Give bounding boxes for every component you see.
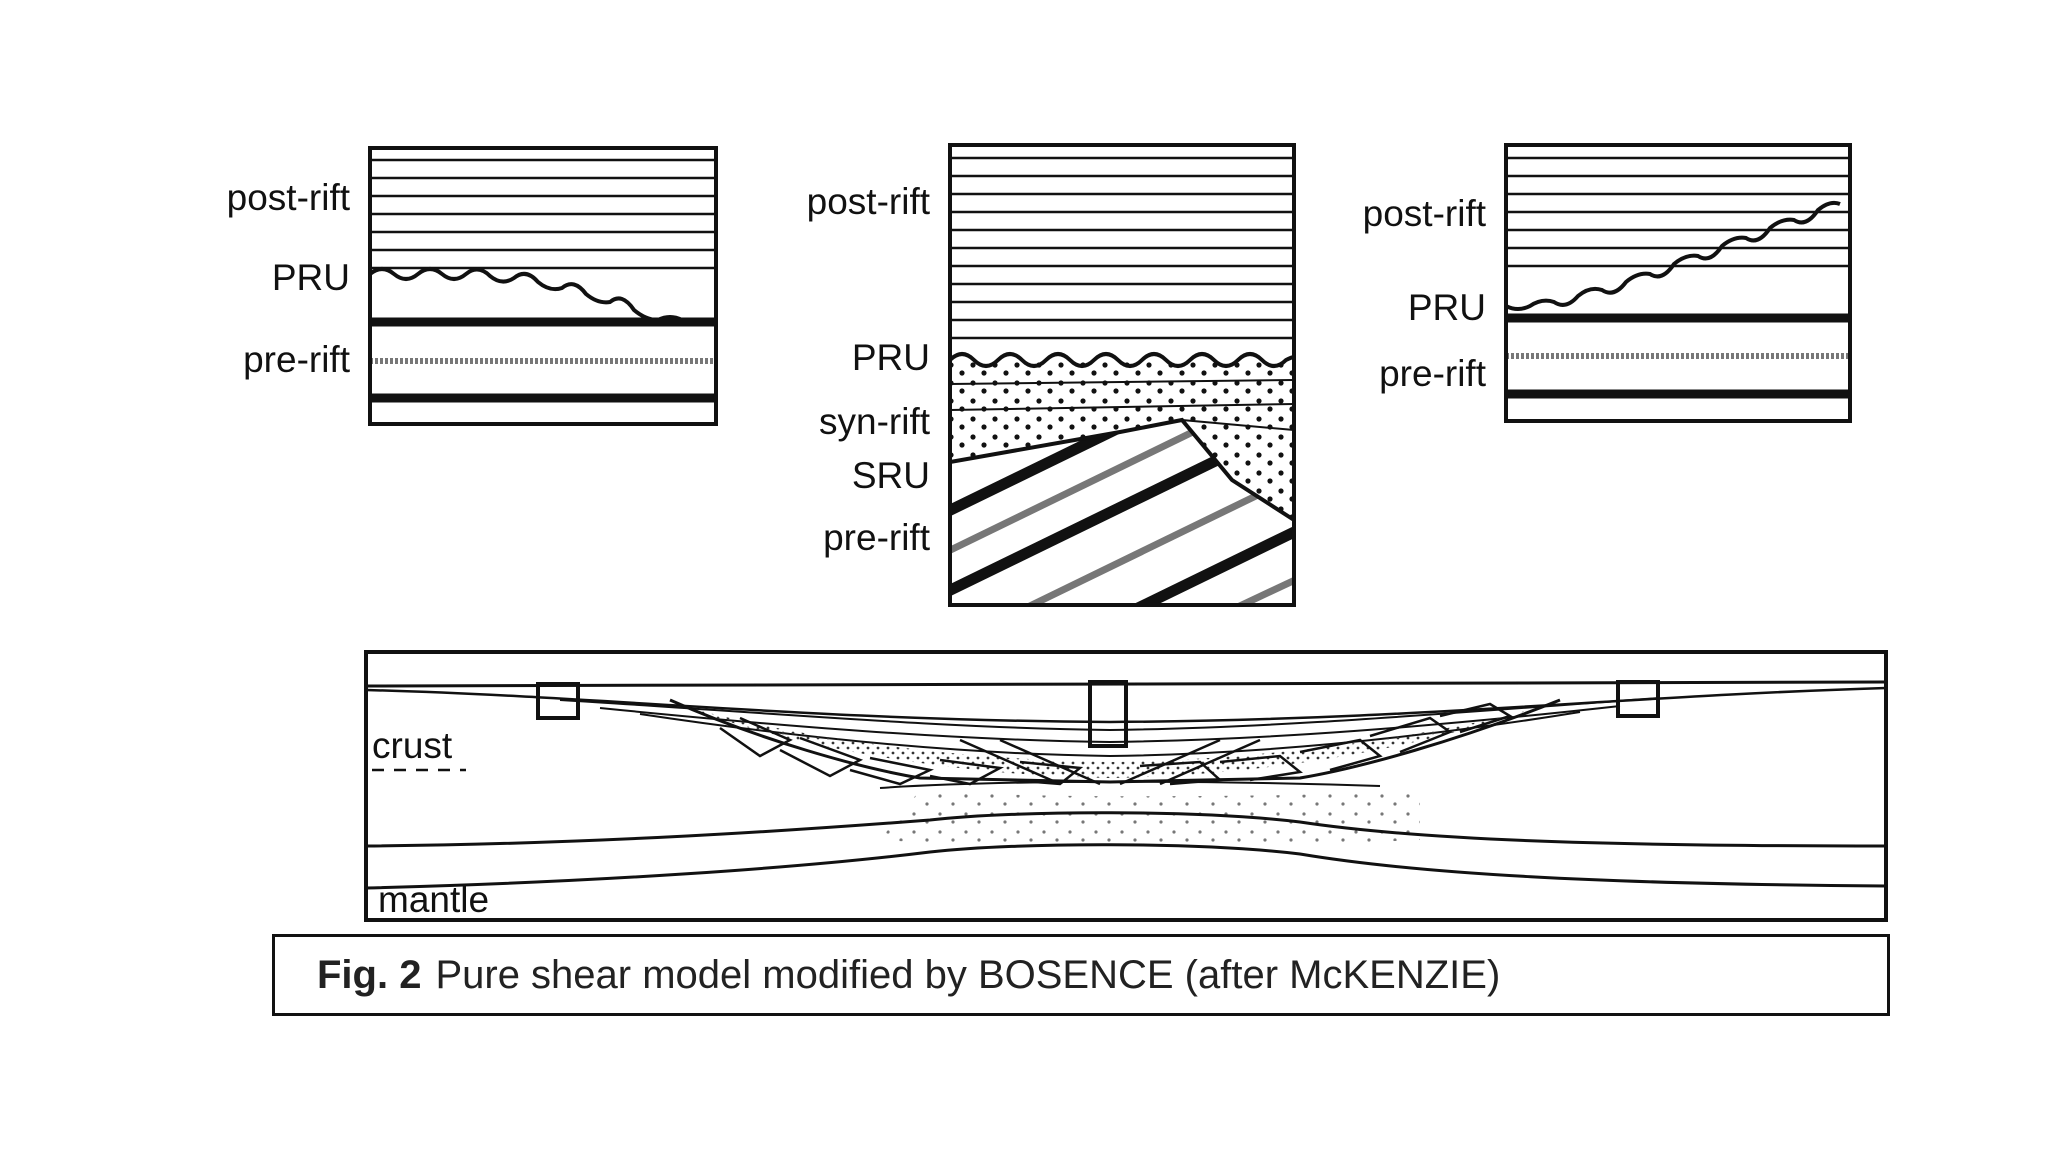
left-well-marker xyxy=(536,682,580,720)
center-pre-rift-label: pre-rift xyxy=(823,517,931,558)
center-syn-rift-label: syn-rift xyxy=(819,401,931,442)
figure-caption: Fig. 2 Pure shear model modified by BOSE… xyxy=(272,934,1890,1016)
right-column-log xyxy=(1504,143,1852,423)
right-pru-unconformity xyxy=(1506,200,1841,311)
center-syn-rift-fill xyxy=(950,362,1294,520)
left-pru-label: PRU xyxy=(272,257,350,298)
right-well-marker xyxy=(1616,680,1660,718)
left-column-log xyxy=(368,146,718,426)
left-post-rift-label: post-rift xyxy=(227,177,351,218)
center-post-rift-label: post-rift xyxy=(807,181,931,222)
figure-caption-text: Pure shear model modified by BOSENCE (af… xyxy=(435,952,1501,997)
center-sru-label: SRU xyxy=(852,455,930,496)
mantle-label: mantle xyxy=(378,879,489,920)
crust-label: crust xyxy=(372,725,453,766)
left-pre-rift-label: pre-rift xyxy=(243,339,351,380)
right-pru-label: PRU xyxy=(1408,287,1486,328)
figure-number: Fig. 2 xyxy=(317,952,422,997)
right-pre-rift-label: pre-rift xyxy=(1379,353,1487,394)
basin-cross-section xyxy=(364,650,1888,922)
center-well-marker xyxy=(1088,680,1128,748)
right-post-rift-label: post-rift xyxy=(1363,193,1487,234)
center-pru-unconformity xyxy=(950,352,1294,368)
center-pru-label: PRU xyxy=(852,337,930,378)
center-column-log xyxy=(948,143,1296,607)
